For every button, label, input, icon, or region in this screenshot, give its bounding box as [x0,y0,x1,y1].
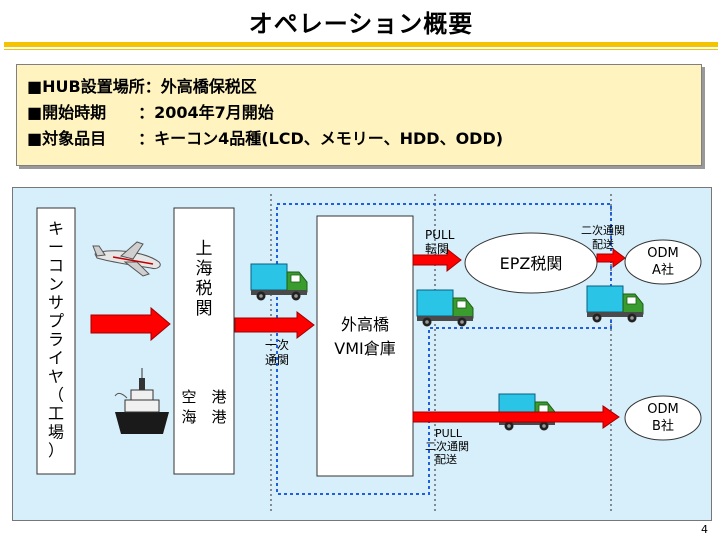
arrow-supplier-to-customs [90,306,171,342]
shanghai-customs-label-char: 関 [196,299,213,319]
vmi-warehouse-label-line1: 外高橋 [341,315,389,334]
supplier-label-char: プ [48,312,64,331]
flow-diagram: キーコンサプライヤ（工場） 上海税関 空 港 海 港 外高橋 VMI倉庫 一次 … [12,187,712,521]
shanghai-customs-label-char: 税 [196,279,213,299]
supplier-label-char: ラ [48,330,64,349]
supplier-label-char: コ [48,256,64,275]
supplier-label-char: ー [48,238,64,257]
odm-a-label-line1: ODM [647,246,678,261]
arrow-vmi-to-odm-b [412,405,620,429]
odm-b-ellipse [624,395,702,441]
supplier-label-char: 場 [48,423,64,442]
second-clearance-label-line1: 二次通関 [581,223,625,237]
truck-icon [416,289,474,327]
second-clearance-label-line2: 配送 [592,237,614,251]
odm-a-label-line2: A社 [652,262,674,278]
supplier-label-char: ） [48,441,64,460]
odm-b-label-line2: B社 [652,418,674,434]
epz-customs-ellipse [464,232,598,294]
supplier-label-char: キ [48,219,64,238]
pull-transfer-label-line1: PULL [425,228,455,242]
hub-location-line: ■HUB設置場所：外高橋保税区 [27,77,257,96]
supplier-label-char: ヤ [48,367,64,386]
title-rule-thin [4,49,718,50]
arrow-vmi-to-epz [412,247,462,273]
vmi-warehouse-box [316,215,414,477]
summary-box: ■HUB設置場所：外高橋保税区 ■開始時期 ：2004年7月開始 ■対象品目 ：… [16,64,702,166]
page-title: オペレーション概要 [248,10,474,38]
pull-transfer-label-line2: 転関 [425,242,449,256]
pull-second-clearance-label-line3: 配送 [435,452,457,466]
pull-second-clearance-label-line1: PULL [435,427,463,440]
truck-icon [586,285,644,323]
vmi-warehouse-label-line2: VMI倉庫 [334,339,395,358]
title-rule [4,42,718,47]
ship-icon [114,368,169,434]
supplier-label-char: 工 [48,404,64,423]
first-clearance-label-line2: 通関 [265,353,289,367]
seaport-label: 海 港 [181,408,226,426]
target-items-line: ■対象品目 ：キーコン4品種(LCD、メモリー、HDD、ODD) [27,129,504,148]
odm-b-label-line1: ODM [647,402,678,417]
shanghai-customs-label-char: 海 [196,259,213,279]
shanghai-customs-label-char: 上 [196,239,213,259]
supplier-label-char: ン [48,275,64,294]
supplier-label-char: イ [48,349,64,368]
odm-a-ellipse [624,239,702,285]
epz-customs-label: EPZ税関 [500,254,563,273]
truck-icon [250,263,308,301]
first-clearance-label-line1: 一次 [265,338,289,352]
airport-label: 空 港 [181,388,226,406]
shanghai-customs-box [173,207,235,475]
supplier-label-char: （ [48,386,64,405]
supplier-label-char: サ [48,293,64,312]
start-date-line: ■開始時期 ：2004年7月開始 [27,103,274,122]
pull-second-clearance-label-line2: 二次通関 [425,439,469,453]
arrow-epz-to-odm-a [596,248,626,268]
arrow-customs-to-vmi [234,310,315,340]
supplier-box [36,207,76,475]
airplane-icon [92,241,161,277]
page-number: 4 [701,523,708,536]
